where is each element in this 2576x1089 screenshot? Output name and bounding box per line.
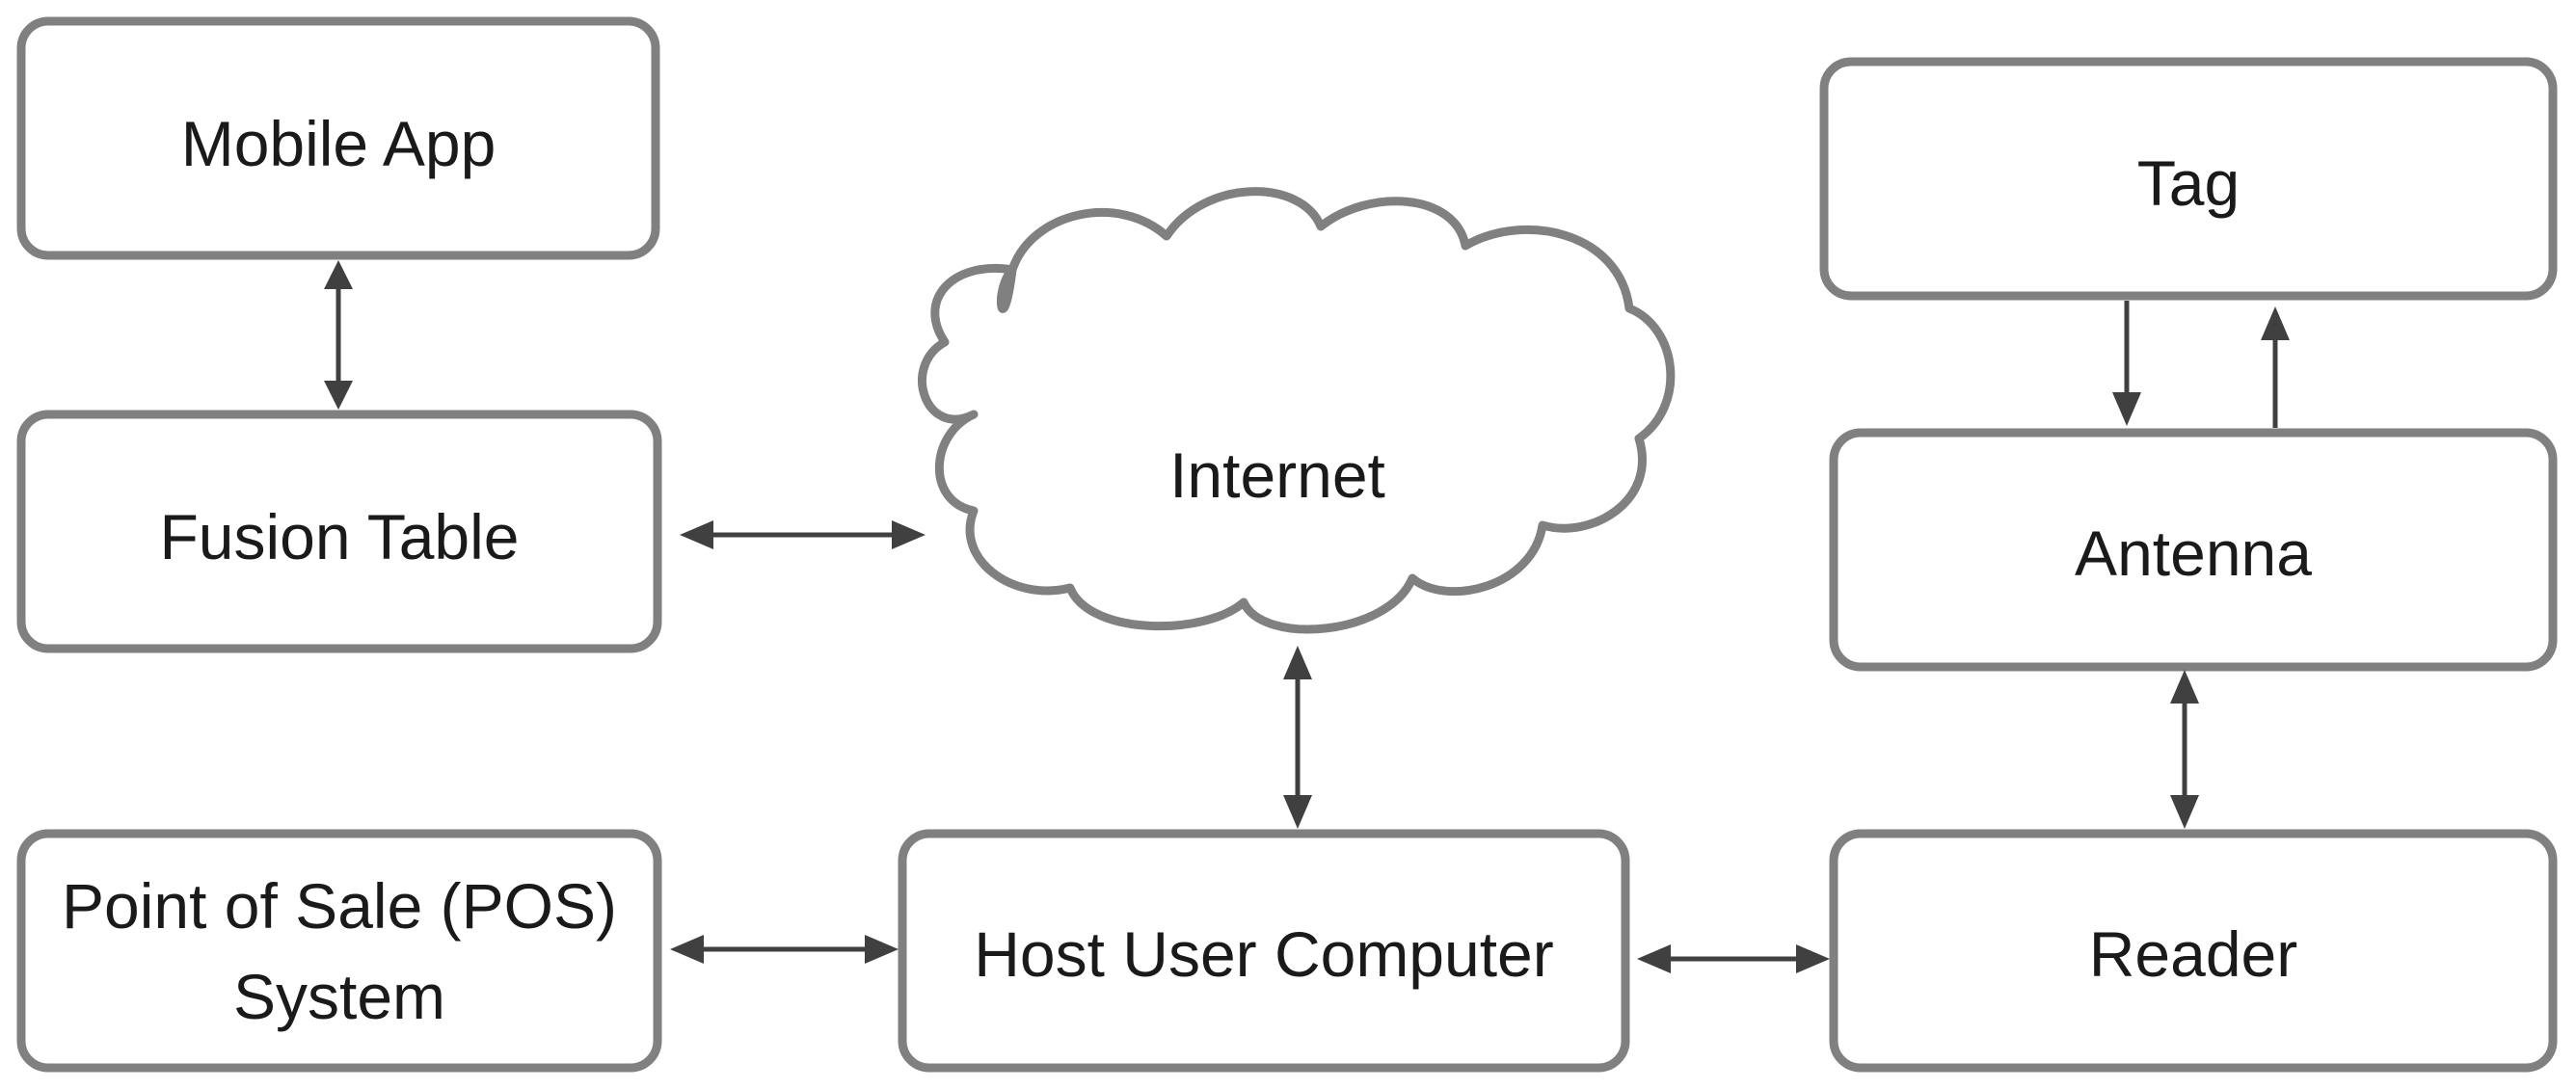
mobile-app-label: Mobile App (181, 108, 496, 179)
arrow-tag-to-antenna (2112, 301, 2141, 426)
pos-system-node: Point of Sale (POS) System (16, 829, 662, 1073)
reader-label: Reader (2089, 918, 2297, 990)
arrow-pos-host (670, 935, 899, 964)
fusion-table-node: Fusion Table (16, 410, 662, 653)
arrow-mobile-fusion (324, 260, 353, 410)
arrow-host-reader (1637, 944, 1830, 973)
tag-label: Tag (2137, 147, 2240, 219)
arrow-antenna-to-tag (2261, 306, 2290, 428)
pos-system-label-line1: Point of Sale (POS) (62, 870, 617, 942)
host-computer-label: Host User Computer (974, 918, 1554, 990)
connectors (324, 260, 2290, 973)
tag-node: Tag (1819, 57, 2558, 301)
reader-node: Reader (1829, 829, 2558, 1073)
mobile-app-node: Mobile App (16, 16, 660, 260)
antenna-label: Antenna (2075, 518, 2312, 589)
internet-cloud-node: Internet (918, 187, 1676, 634)
cloud-shape (918, 187, 1676, 634)
pos-system-label-line2: System (233, 961, 445, 1032)
arrow-antenna-reader (2170, 670, 2199, 829)
arrow-fusion-internet (680, 520, 926, 549)
internet-label: Internet (1169, 439, 1385, 511)
antenna-node: Antenna (1829, 428, 2558, 672)
fusion-table-label: Fusion Table (159, 501, 519, 572)
arrow-internet-host (1283, 646, 1312, 829)
host-computer-node: Host User Computer (898, 829, 1630, 1073)
